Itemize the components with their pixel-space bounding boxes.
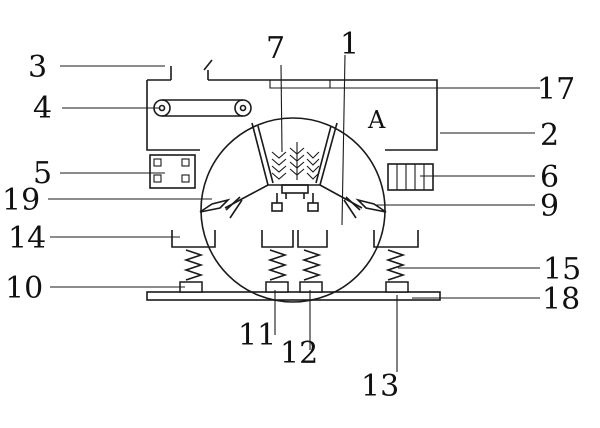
belt-pulley [153,99,252,117]
label-17: 17 [537,72,575,107]
upper-housing [146,59,438,151]
nozzle-block [271,184,319,212]
control-panel [149,154,196,189]
label-19: 19 [2,183,40,218]
label-1: 1 [340,27,359,62]
label-2: 2 [540,118,559,153]
hopper [251,122,338,186]
base-plate [146,291,441,301]
chevron-rollers [271,142,320,180]
spring-left [171,230,216,293]
detail-circle-a [200,117,386,303]
label-7: 7 [266,31,285,66]
spring-assemblies [171,230,419,293]
label-5: 5 [33,156,52,191]
spring-center-left [261,230,294,293]
label-6: 6 [540,160,559,195]
spring-right [373,230,419,293]
vent-grille [387,163,434,191]
spring-center-right [297,230,328,293]
label-12: 12 [280,336,318,371]
label-13: 13 [361,369,399,404]
label-15: 15 [543,252,581,287]
label-11: 11 [238,318,276,353]
callout-labels: 1 2 3 4 5 6 7 9 10 11 12 13 14 15 17 18 … [2,27,581,404]
leader-lines [48,54,540,372]
label-10: 10 [5,271,43,306]
label-14: 14 [8,221,46,256]
label-4: 4 [33,91,52,126]
side-blades [199,184,387,219]
label-9: 9 [540,189,559,224]
label-18: 18 [542,282,580,317]
label-detail-a: A [367,106,386,134]
label-3: 3 [28,50,47,85]
